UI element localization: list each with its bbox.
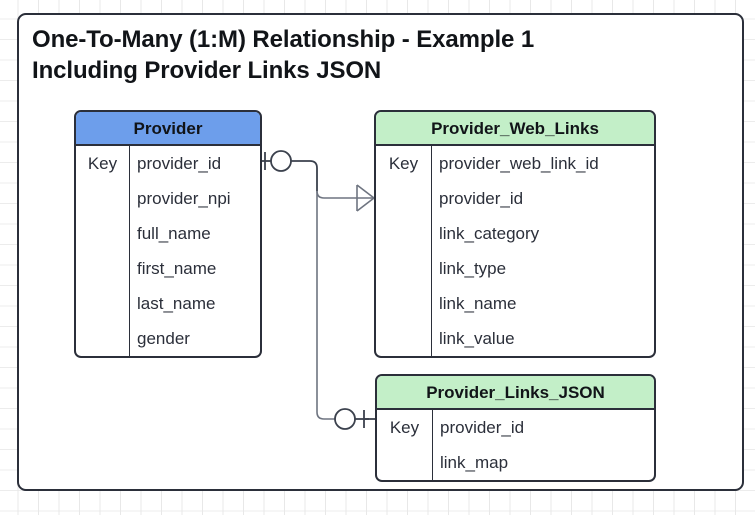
cardinality-many-crowsfoot-web-links — [356, 184, 375, 212]
table-row[interactable]: gender — [76, 321, 260, 356]
attribute-key-label: Key — [389, 418, 420, 437]
entity-provider-links-json-attributes: Key provider_id link_map — [377, 410, 654, 480]
cardinality-zero-circle-provider-top — [270, 150, 292, 172]
entity-provider[interactable]: Provider Key provider_id provider_npi fu… — [74, 110, 262, 358]
attribute-name: link_value — [439, 329, 515, 348]
entity-provider-web-links-attributes: Key provider_web_link_id provider_id lin… — [376, 146, 654, 356]
table-row[interactable]: full_name — [76, 216, 260, 251]
attribute-name: provider_npi — [137, 189, 231, 208]
attribute-name: provider_id — [439, 189, 524, 208]
entity-provider-web-links-title: Provider_Web_Links — [376, 112, 654, 146]
attribute-key-label — [76, 181, 129, 216]
connector-branch-to-web-links — [316, 190, 374, 199]
attribute-key-label — [376, 321, 431, 356]
table-row[interactable]: link_value — [376, 321, 654, 356]
diagram-canvas: One-To-Many (1:M) Relationship - Example… — [17, 13, 744, 491]
title-line-2: Including Provider Links JSON — [32, 57, 382, 85]
cardinality-zero-circle-links-json — [334, 408, 356, 430]
entity-provider-title: Provider — [76, 112, 260, 146]
attribute-name: full_name — [137, 224, 211, 243]
attribute-key-label — [76, 216, 129, 251]
key-column-divider — [129, 146, 130, 356]
table-row[interactable]: last_name — [76, 286, 260, 321]
key-column-divider — [432, 410, 433, 480]
table-row[interactable]: first_name — [76, 251, 260, 286]
table-row[interactable]: Key provider_id — [377, 410, 654, 445]
attribute-key-label — [376, 216, 431, 251]
attribute-name: gender — [137, 329, 190, 348]
title-line-1: One-To-Many (1:M) Relationship - Example… — [32, 26, 535, 53]
table-row[interactable]: link_category — [376, 216, 654, 251]
page-title: One-To-Many (1:M) Relationship - Example… — [32, 24, 712, 86]
attribute-name: last_name — [137, 294, 216, 313]
table-row[interactable]: link_map — [377, 445, 654, 480]
connector-provider-to-trunk — [291, 160, 318, 191]
attribute-key-label — [76, 251, 129, 286]
key-column-divider — [431, 146, 432, 356]
attribute-key-label — [376, 251, 431, 286]
entity-provider-web-links[interactable]: Provider_Web_Links Key provider_web_link… — [374, 110, 656, 358]
entity-provider-links-json[interactable]: Provider_Links_JSON Key provider_id link… — [375, 374, 656, 482]
attribute-name: provider_id — [137, 154, 222, 173]
table-row[interactable]: Key provider_id — [76, 146, 260, 181]
attribute-name: first_name — [137, 259, 217, 278]
entity-provider-attributes: Key provider_id provider_npi full_name f… — [76, 146, 260, 356]
table-row[interactable]: provider_id — [376, 181, 654, 216]
connector-trunk-vertical — [316, 191, 335, 420]
attribute-key-label — [377, 445, 432, 480]
attribute-key-label — [376, 286, 431, 321]
table-row[interactable]: link_name — [376, 286, 654, 321]
attribute-name: provider_web_link_id — [439, 154, 599, 173]
attribute-name: link_type — [439, 259, 507, 278]
attribute-key-label — [76, 286, 129, 321]
table-row[interactable]: link_type — [376, 251, 654, 286]
attribute-key-label: Key — [87, 154, 118, 173]
table-row[interactable]: provider_npi — [76, 181, 260, 216]
attribute-name: link_map — [440, 453, 509, 472]
attribute-name: provider_id — [440, 418, 525, 437]
attribute-key-label: Key — [388, 154, 419, 173]
entity-provider-links-json-title: Provider_Links_JSON — [377, 376, 654, 410]
attribute-key-label — [76, 321, 129, 356]
attribute-name: link_category — [439, 224, 540, 243]
attribute-key-label — [376, 181, 431, 216]
table-row[interactable]: Key provider_web_link_id — [376, 146, 654, 181]
attribute-name: link_name — [439, 294, 517, 313]
